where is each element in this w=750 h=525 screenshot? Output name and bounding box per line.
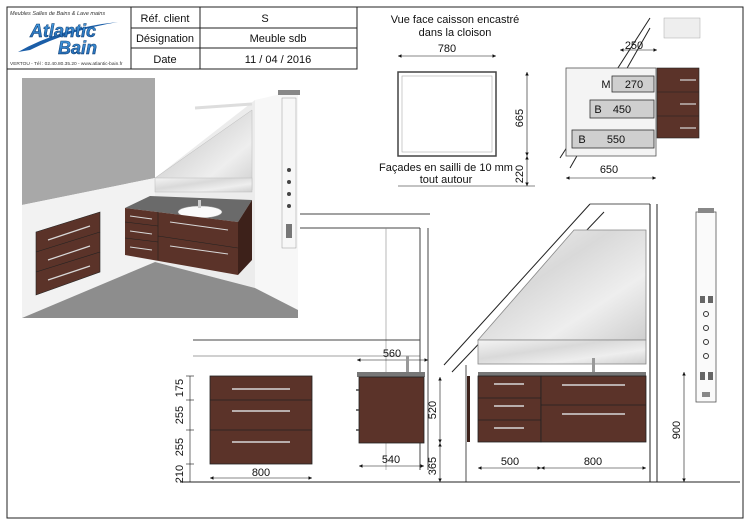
drawer-m-dim: 270 (625, 79, 643, 91)
elevation-countertop (478, 372, 646, 376)
render-light-bar (194, 102, 253, 110)
caisson-note-line1: Façades en sailli de 10 mm (379, 162, 513, 174)
company-logo: Meubles Salles de Bains & Lave mains Atl… (10, 11, 123, 67)
caisson-note-line2: tout autour (420, 174, 473, 186)
main-elevation-view: 500 800 900 (443, 203, 717, 482)
cabinet-front-view: 175 255 255 210 800 (174, 375, 313, 483)
front-height-175: 175 (174, 379, 186, 397)
side-depth-bottom-dim: 540 (382, 454, 400, 466)
drawer-b2-dim: 550 (607, 134, 625, 146)
side-depth-top-dim: 560 (383, 348, 401, 360)
caisson-title-line1: Vue face caisson encastré (391, 14, 520, 26)
sheet-border (6, 6, 744, 519)
side-floor-dim: 365 (427, 457, 439, 475)
logo-text-atlantic: Atlantic (29, 21, 96, 41)
render-vanity-front (125, 208, 238, 275)
front-cabinet-body (209, 375, 313, 465)
drawer-b1-tag: B (594, 104, 601, 116)
side-countertop (357, 372, 425, 377)
elevation-right-unit (540, 375, 647, 443)
elevation-width-right-dim: 800 (584, 456, 602, 468)
render-vanity-side (238, 200, 252, 275)
caisson-title-line2: dans la cloison (419, 27, 492, 39)
drawer-b1-dim: 450 (613, 104, 631, 116)
render-3d-view (22, 78, 300, 318)
title-block: Meubles Salles de Bains & Lave mains Atl… (6, 6, 358, 70)
company-contact: VERTOU - Tél : 02.40.80.35.20 - www.atla… (10, 61, 123, 67)
front-height-255a: 255 (174, 406, 186, 424)
elevation-faucet (592, 358, 595, 372)
cabinet-side-view: 560 520 365 540 (356, 348, 442, 482)
side-cabinet-body (358, 376, 425, 444)
render-floor (22, 262, 298, 318)
caisson-front-view: Vue face caisson encastré dans la cloiso… (379, 14, 535, 187)
logo-text-bain: Bain (58, 38, 97, 58)
front-width-dim: 800 (252, 467, 270, 479)
date-label: Date (153, 54, 176, 66)
render-ceiling (22, 78, 155, 205)
date-value: 11 / 04 / 2016 (245, 54, 311, 66)
caisson-box (397, 71, 497, 157)
elevation-left-unit (477, 375, 542, 443)
drawer-section-view: 250 M 270 B 450 B 550 650 (559, 17, 701, 180)
ref-client-label: Réf. client (141, 13, 190, 25)
caisson-width-dim: 780 (438, 43, 456, 55)
side-faucet (406, 356, 409, 372)
drawer-b2 (571, 129, 655, 149)
drawer-m-tag: M (601, 79, 610, 91)
logo-swoosh (18, 22, 118, 52)
elevation-height-dim: 900 (671, 421, 683, 439)
caisson-height-dim: 665 (514, 109, 526, 127)
render-shower-column (281, 97, 297, 249)
caisson-base-dim: 220 (514, 165, 526, 183)
elevation-mirror (477, 229, 647, 341)
elevation-width-left-dim: 500 (501, 456, 519, 468)
side-height-dim: 520 (427, 401, 439, 419)
drawer-top-dim: 250 (625, 40, 643, 52)
front-height-210: 210 (174, 465, 186, 483)
front-height-255b: 255 (174, 438, 186, 456)
designation-value: Meuble sdb (250, 33, 307, 45)
drawer-bottom-dim: 650 (600, 164, 618, 176)
elevation-slope-line-1 (443, 203, 591, 366)
drawer-b1 (589, 99, 655, 119)
designation-label: Désignation (136, 33, 194, 45)
drawer-m (611, 75, 655, 93)
company-tagline: Meubles Salles de Bains & Lave mains (10, 11, 105, 17)
drawer-b2-tag: B (578, 134, 585, 146)
ref-client-value: S (261, 13, 268, 25)
